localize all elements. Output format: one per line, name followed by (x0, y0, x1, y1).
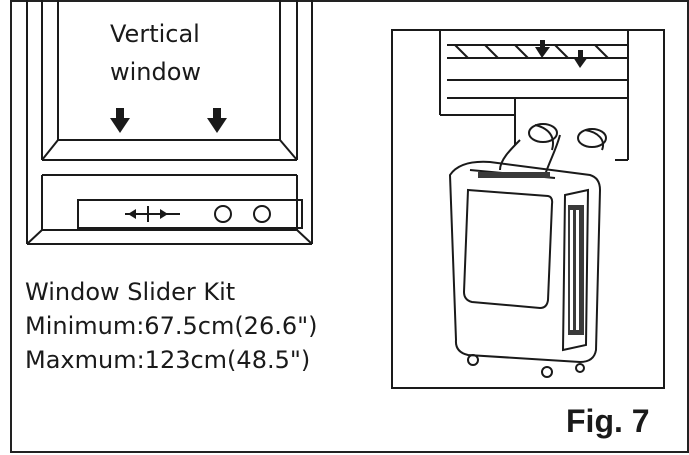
figure-frame (10, 0, 687, 453)
kit-minimum: Minimum:67.5cm(26.6") (25, 312, 318, 340)
kit-title: Window Slider Kit (25, 278, 236, 306)
figure-frame-right-edge (687, 0, 689, 453)
kit-maximum: Maxmum:123cm(48.5") (25, 346, 311, 374)
figure-label: Fig. 7 (566, 403, 650, 439)
window-label-line-2: window (110, 58, 202, 86)
window-label-line-1: Vertical (110, 20, 200, 48)
